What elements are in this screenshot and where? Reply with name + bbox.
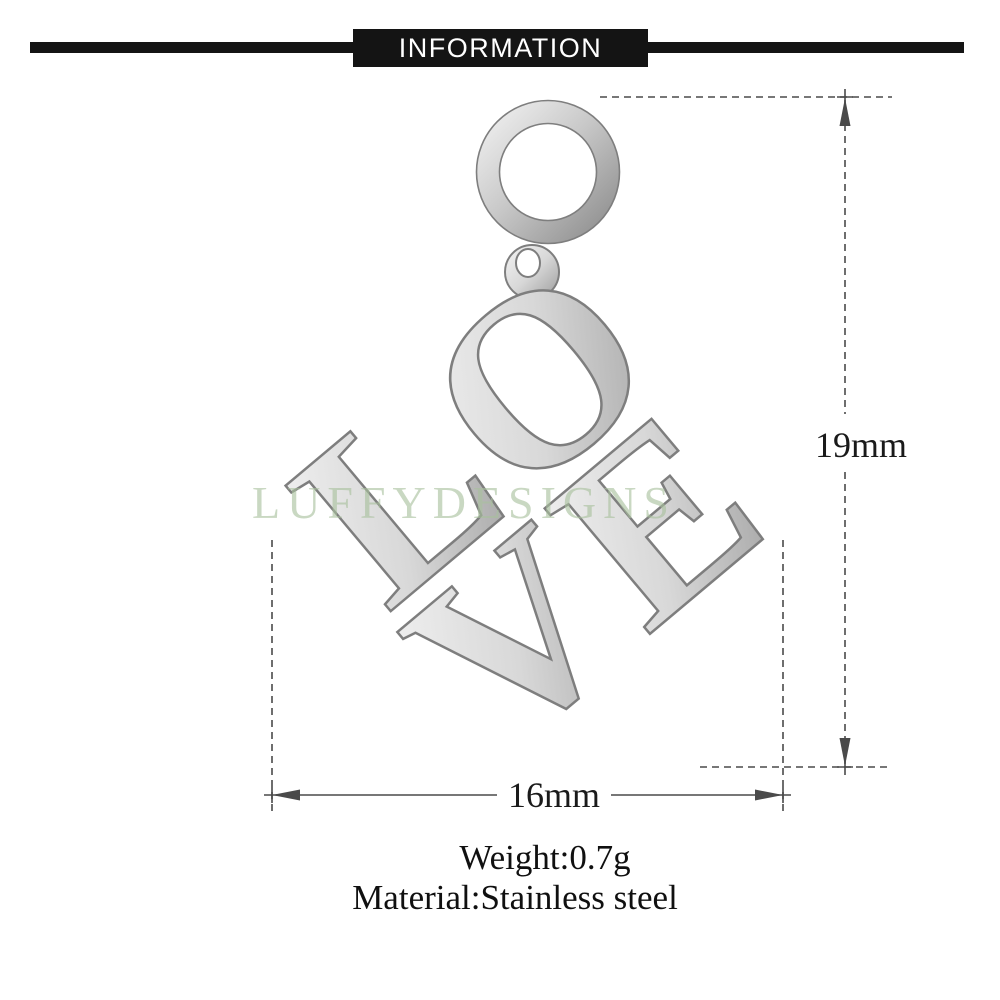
arrow-right-icon	[755, 789, 783, 801]
arrow-left-icon	[272, 789, 300, 801]
page-title: INFORMATION	[398, 32, 603, 63]
height-dimension-label: 19mm	[814, 425, 907, 465]
jump-ring	[476, 100, 620, 244]
cross-marker-top	[837, 89, 853, 105]
width-dimension-label: 16mm	[507, 775, 600, 815]
cross-marker-left	[264, 787, 280, 803]
spec-weight: Weight:0.7g	[459, 838, 631, 877]
cross-marker-bottom	[837, 759, 853, 775]
arrow-up-icon	[839, 98, 851, 126]
header-rule-left	[30, 42, 353, 53]
dimension-annotations	[264, 89, 892, 812]
love-letter-block: L O V E	[243, 208, 811, 802]
bail-hole	[515, 248, 541, 278]
header-title-box: INFORMATION	[353, 29, 648, 67]
cross-marker-right	[775, 787, 791, 803]
spec-material: Material:Stainless steel	[352, 878, 678, 917]
header-rule-right	[648, 42, 964, 53]
jump-ring-inner-edge	[498, 122, 598, 222]
love-charm: L O V E	[243, 99, 811, 803]
arrow-down-icon	[839, 738, 851, 766]
jump-ring-outer-edge	[475, 99, 621, 245]
